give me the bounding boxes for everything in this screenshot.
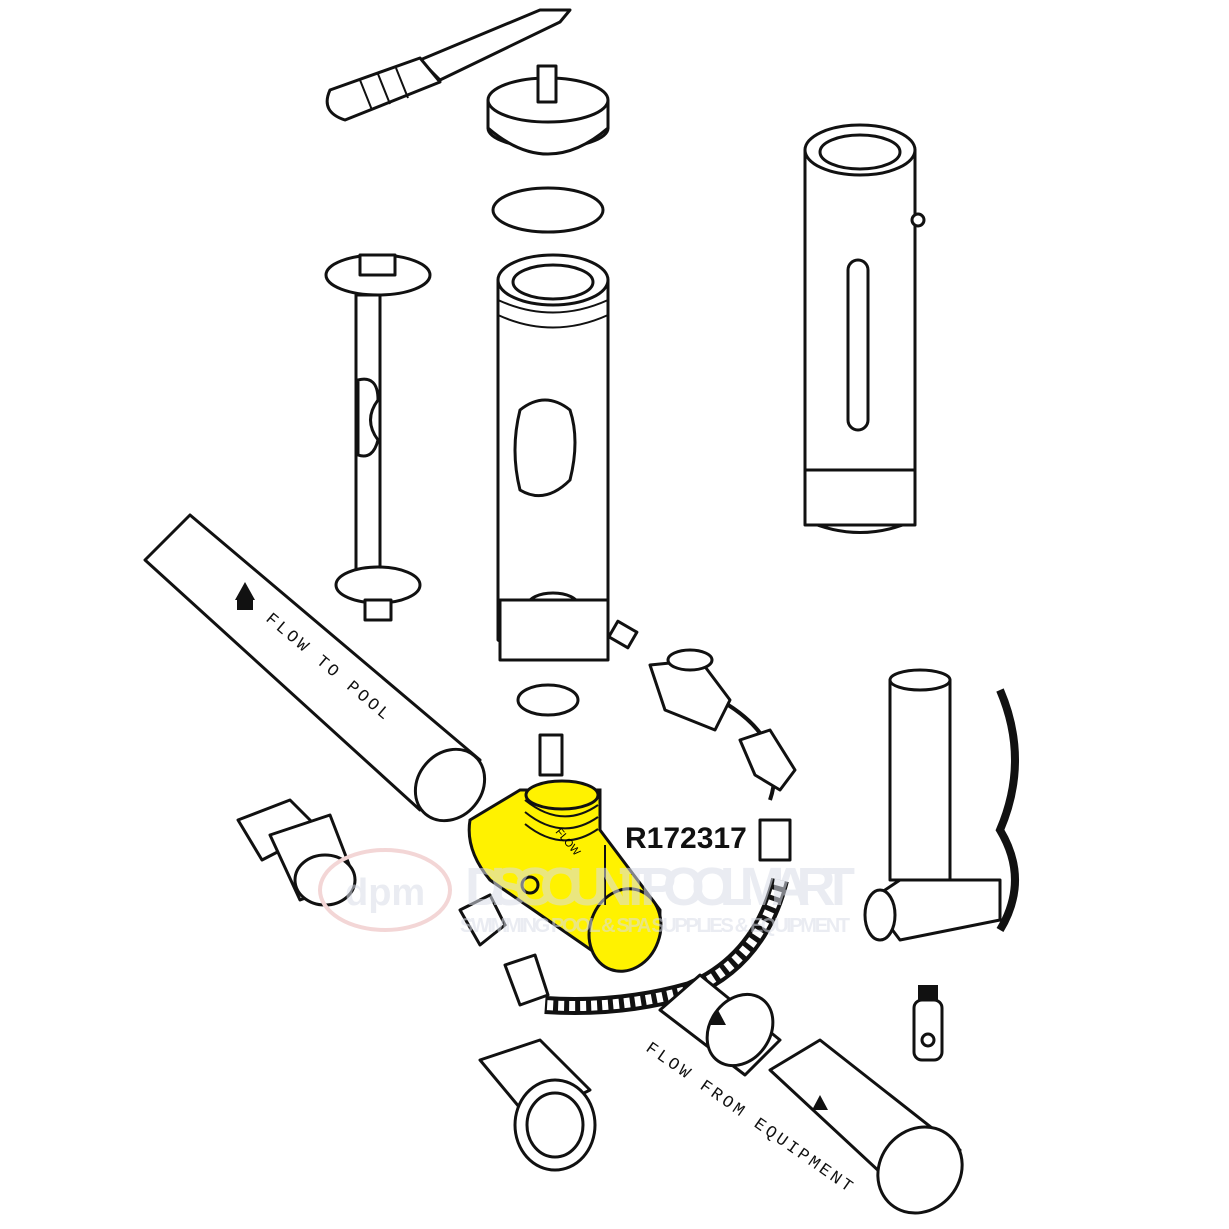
watermark-name: DISCOUNT POOL MART xyxy=(465,857,855,917)
chlorinator-body xyxy=(496,253,610,662)
cap xyxy=(486,64,610,156)
highlighted-tee-part: FLOW xyxy=(467,779,663,973)
assembled-chlorinator xyxy=(803,123,926,534)
lubricant-bottle xyxy=(912,985,944,1062)
adapter-fitting-left xyxy=(236,798,357,907)
pipe-flow-to-pool: FLOW TO POOL xyxy=(143,513,487,823)
watermark-logo: dpm xyxy=(345,872,425,914)
watermark-tagline: SWIMMING POOL & SPA SUPPLIES & EQUIPMENT xyxy=(460,915,850,937)
installed-assembly xyxy=(863,668,1019,942)
valve xyxy=(607,619,732,732)
wrench-tool xyxy=(325,8,572,122)
plunger xyxy=(324,253,432,622)
elbow-fitting xyxy=(458,728,797,1007)
o-ring-top xyxy=(491,186,605,234)
o-ring-bottom xyxy=(516,683,580,717)
adapter-fitting-bottom xyxy=(478,1038,597,1172)
part-number-label: R172317 xyxy=(625,822,747,855)
watermark: dpm DISCOUNT POOL MART SWIMMING POOL & S… xyxy=(318,848,855,937)
